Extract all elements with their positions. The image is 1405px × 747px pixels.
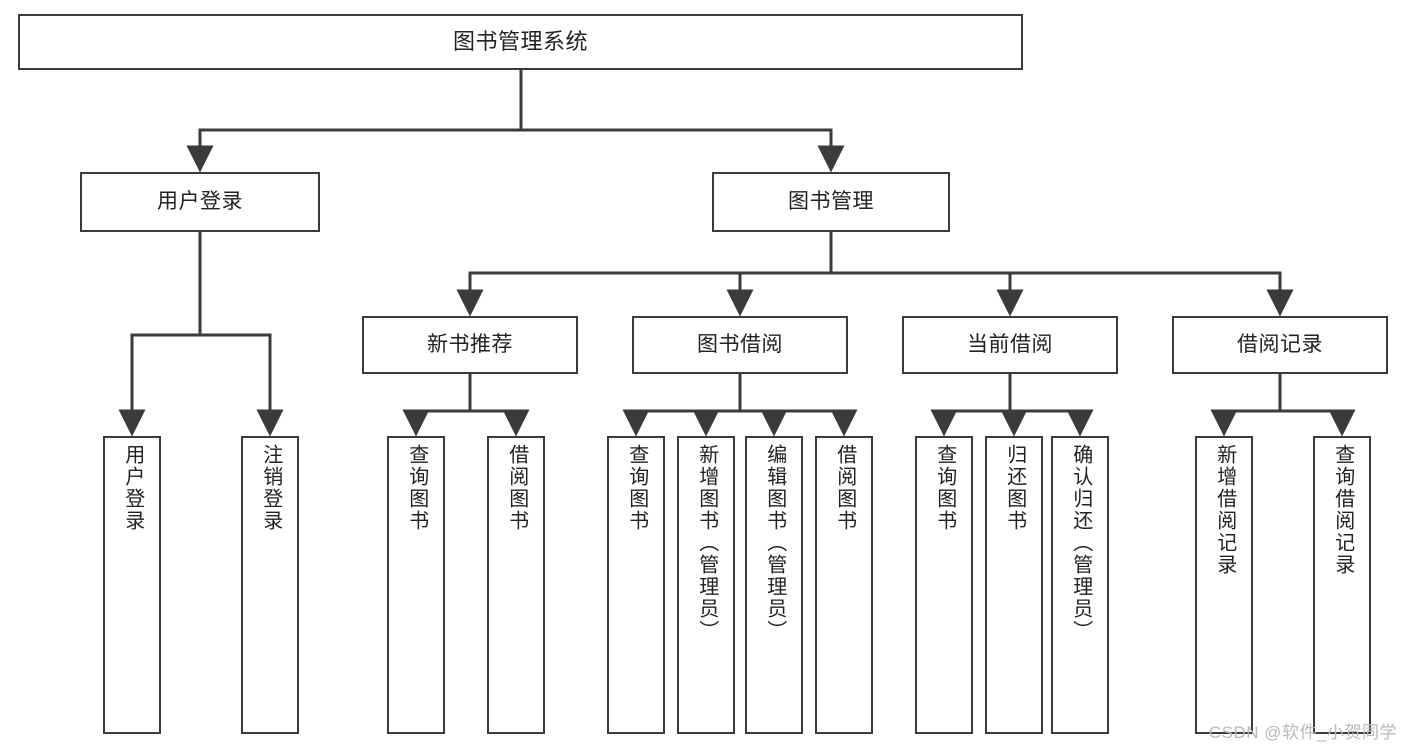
watermark-label: CSDN @软件_小贺同学 [1208, 723, 1397, 742]
node-leaf-query-borrow-record[interactable]: 查询借阅记录 [1313, 436, 1371, 734]
node-label: 查询图书 [625, 444, 648, 532]
node-label: 新书推荐 [427, 332, 513, 356]
node-label: 注销登录 [259, 444, 282, 532]
node-leaf-edit-book-admin[interactable]: 编辑图书（管理员） [745, 436, 803, 734]
node-label: 查询图书 [405, 444, 428, 532]
node-label: 确认归还（管理员） [1069, 444, 1092, 642]
node-label: 借阅图书 [505, 444, 528, 532]
node-book-manage[interactable]: 图书管理 [712, 172, 950, 232]
node-leaf-borrow-book-new[interactable]: 借阅图书 [487, 436, 545, 734]
node-label: 用户登录 [157, 189, 243, 213]
node-label: 新增图书（管理员） [695, 444, 718, 642]
node-leaf-query-book-current[interactable]: 查询图书 [915, 436, 973, 734]
node-label: 新增借阅记录 [1213, 444, 1236, 576]
node-label: 图书管理 [788, 189, 874, 213]
node-leaf-query-book-new[interactable]: 查询图书 [387, 436, 445, 734]
node-label: 借阅记录 [1237, 332, 1323, 356]
node-user-login[interactable]: 用户登录 [80, 172, 320, 232]
node-label: 查询借阅记录 [1331, 444, 1354, 576]
node-leaf-add-borrow-record[interactable]: 新增借阅记录 [1195, 436, 1253, 734]
node-new-book-recommend[interactable]: 新书推荐 [362, 316, 578, 374]
node-leaf-return-book[interactable]: 归还图书 [985, 436, 1043, 734]
node-leaf-query-book-borrow[interactable]: 查询图书 [607, 436, 665, 734]
node-label: 用户登录 [121, 444, 144, 532]
node-leaf-add-book-admin[interactable]: 新增图书（管理员） [677, 436, 735, 734]
node-leaf-borrow-book[interactable]: 借阅图书 [815, 436, 873, 734]
node-label: 图书借阅 [697, 332, 783, 356]
node-leaf-user-login[interactable]: 用户登录 [103, 436, 161, 734]
node-leaf-user-logout[interactable]: 注销登录 [241, 436, 299, 734]
node-label: 当前借阅 [967, 332, 1053, 356]
node-label: 借阅图书 [833, 444, 856, 532]
node-book-borrow[interactable]: 图书借阅 [632, 316, 848, 374]
node-label: 查询图书 [933, 444, 956, 532]
node-label: 编辑图书（管理员） [763, 444, 786, 642]
node-label: 图书管理系统 [452, 29, 588, 55]
node-borrow-record[interactable]: 借阅记录 [1172, 316, 1388, 374]
node-label: 归还图书 [1003, 444, 1026, 532]
node-root-system[interactable]: 图书管理系统 [18, 14, 1023, 70]
node-leaf-confirm-return-admin[interactable]: 确认归还（管理员） [1051, 436, 1109, 734]
node-current-borrow[interactable]: 当前借阅 [902, 316, 1118, 374]
